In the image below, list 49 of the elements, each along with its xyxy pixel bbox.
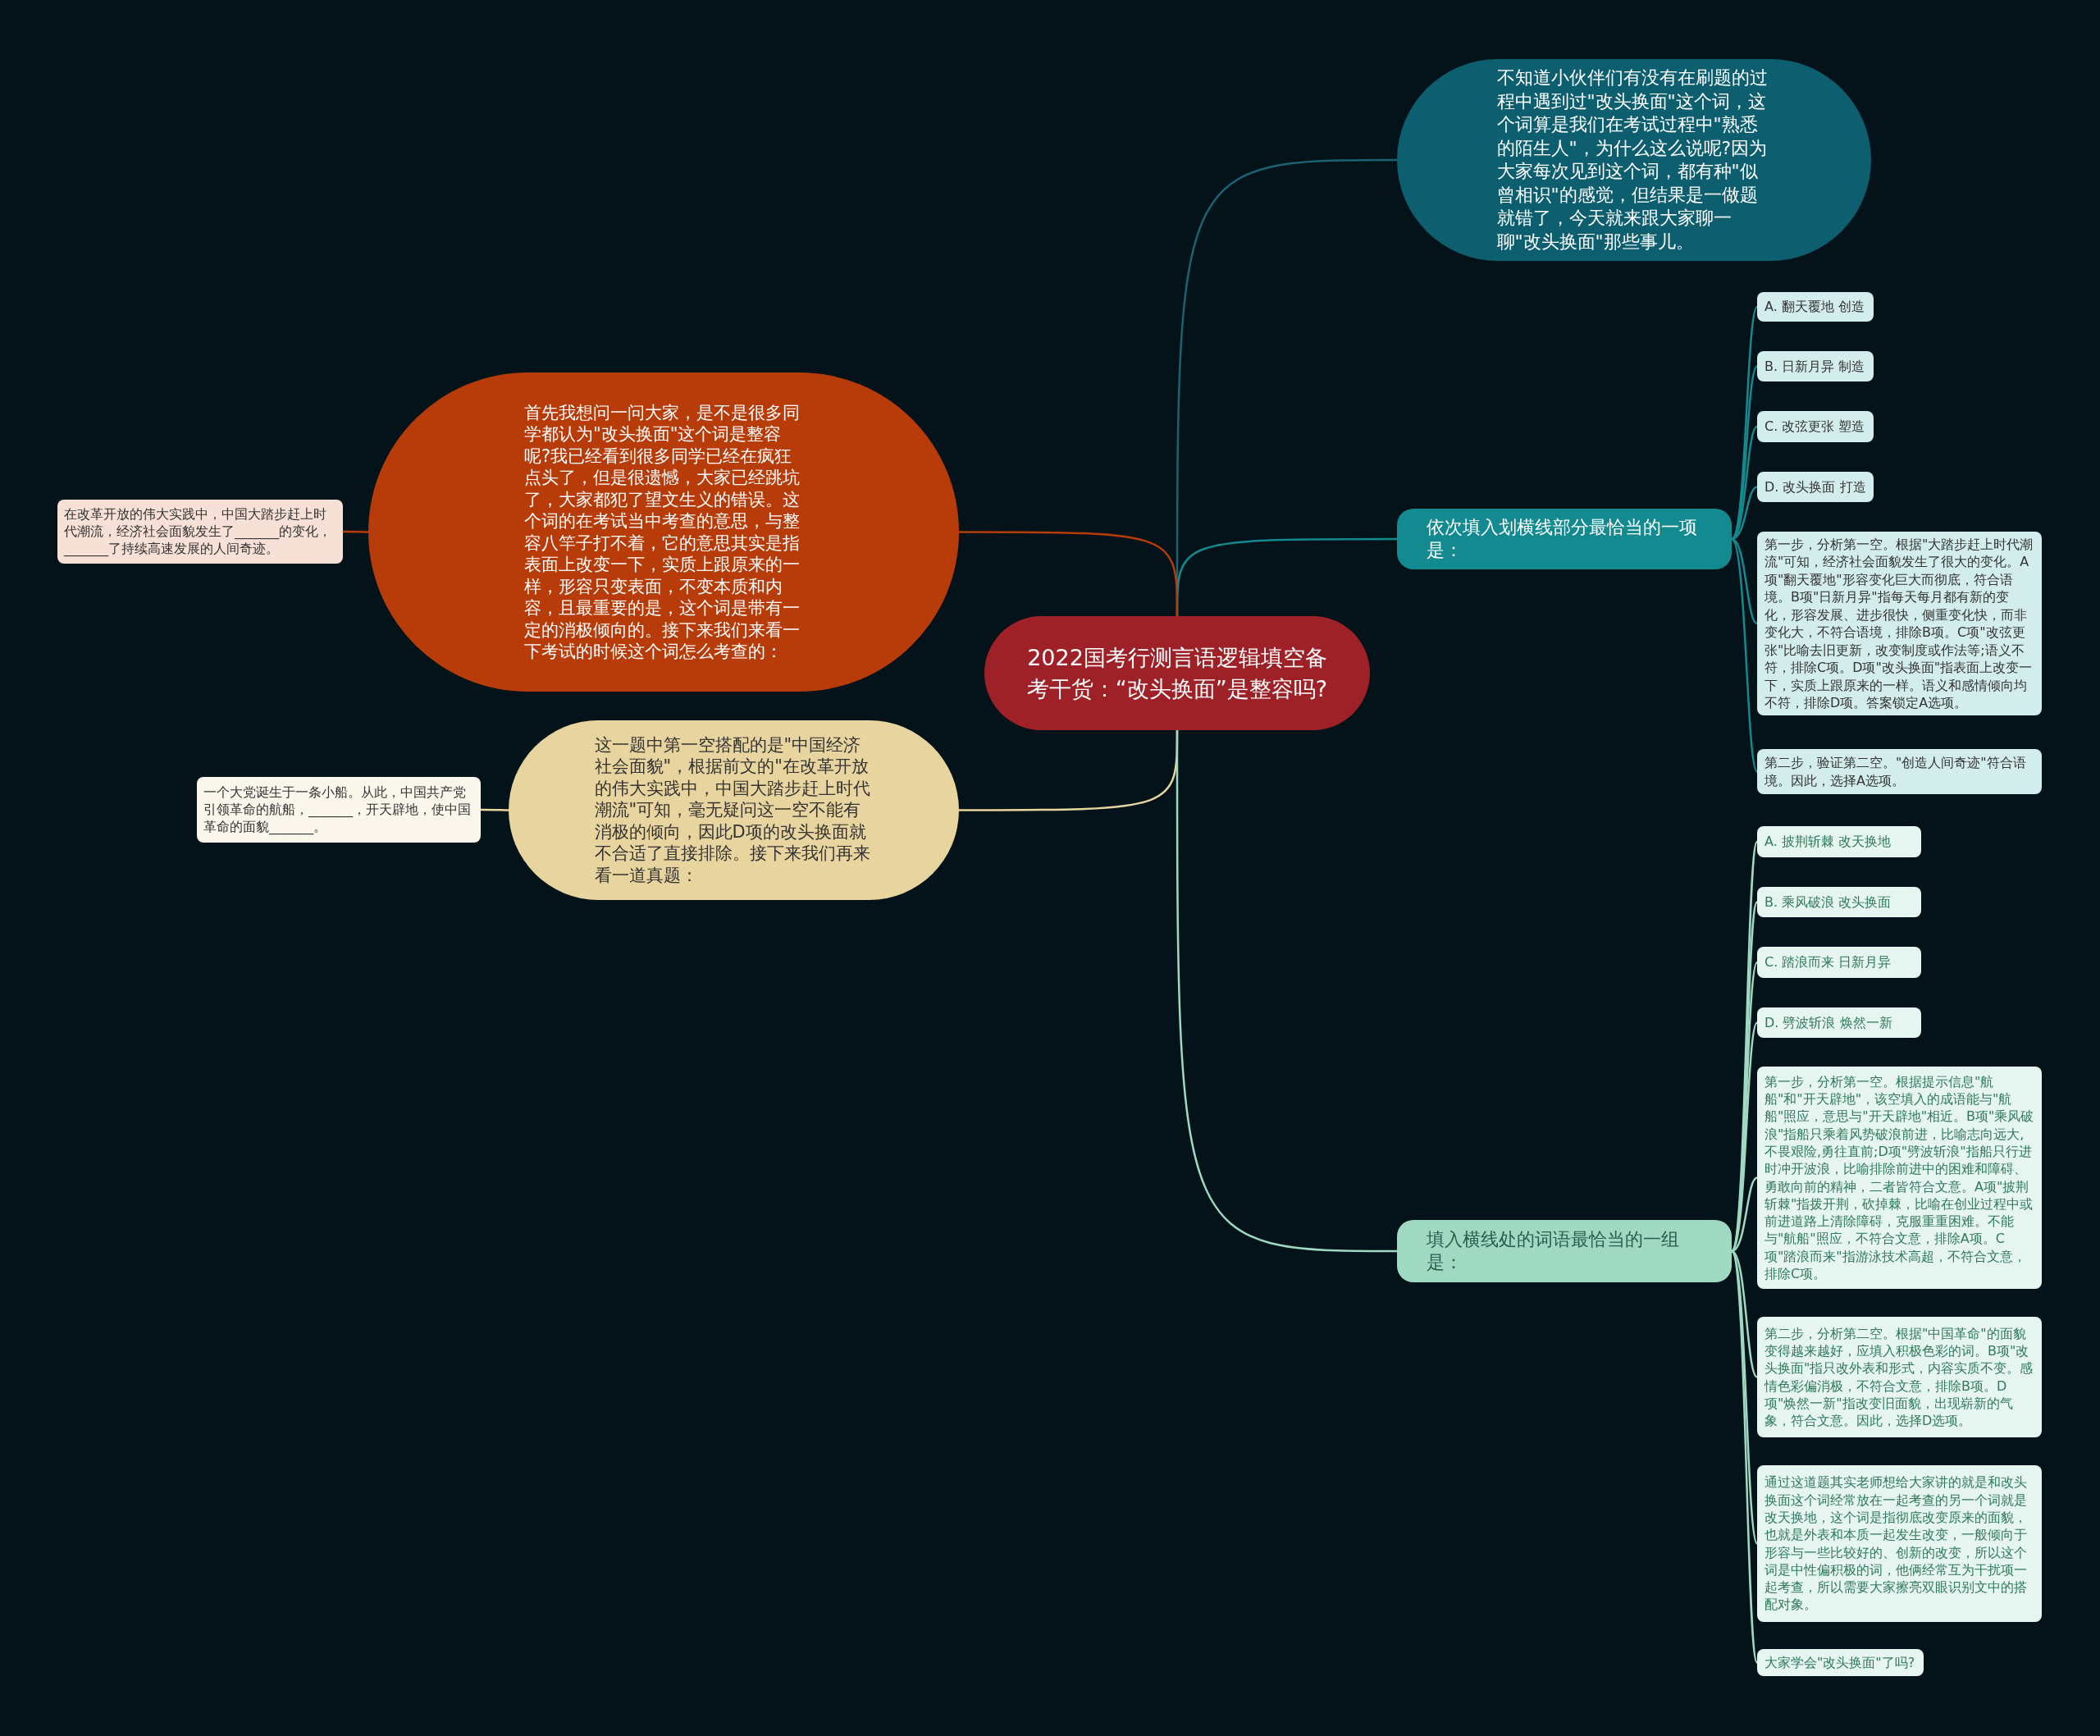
node-text: 首先我想问一问大家，是不是很多同学都认为"改头换面"这个词是整容呢?我已经看到很多同学已经在疯狂点头了，但是很遗憾，大家已经跳坑了，大家都犯了望文生义的错误。这个词的在考试当中考查的意思，与整容八竿子打不着，它的意思其实是指表面上改变一下，实质上跟原来的一样，形容只变表面，不变本质和内容，且最重要的是，这个词是带有一定的消极倾向的。接下来我们来看一下考试的时候这个词怎么考查的： <box>524 401 801 663</box>
node-text: 不知道小伙伴们有没有在刷题的过程中遇到过"改头换面"这个词，这个词算是我们在考试过程中"熟悉的陌生人"，为什么这么说呢?因为大家每次见到这个词，都有种"似曾相识"的感觉，但结果是一做题就错了，今天就来跟大家聊一聊"改头换面"那些事儿。 <box>1496 66 1769 254</box>
node-text: 第一步，分析第一空。根据提示信息"航船"和"开天辟地"，该空填入的成语能与"航船"照应，意思与"开天辟地"相近。B项"乘风破浪"指船只乘着风势破浪前进，比喻志向远大,不畏艰险,勇往直前;D项"劈波斩浪"指船只行进时冲开波浪，比喻排除前进中的困难和障碍、勇敢向前的精神，二者皆符合文意。A项"披荆斩棘"指拨开荆，砍掉棘，比喻在创业过程中或前进道路上清除障碍，克服重重困难。不能与"航船"照应，不符合文意，排除A项。C项"踏浪而来"指游泳技术高超，不符合文意，排除C项。 <box>1764 1072 2034 1283</box>
connector-line <box>343 530 368 533</box>
connector-line <box>1730 1250 1759 1663</box>
connector-line <box>1731 1250 1758 1378</box>
node-text: 第二步，分析第二空。根据"中国革命"的面貌变得越来越好，应填入积极色彩的词。B项"改头换面"指只改外表和形式，内容实质不变。感情色彩偏消极，不符合文意，排除B项。D项"焕然一新"指改变旧面貌，出现崭新的气象，符合文意。因此，选择D选项。 <box>1764 1324 2034 1430</box>
option-box <box>1757 887 1921 917</box>
connector-line <box>1730 1250 1759 1544</box>
connector-line <box>481 808 509 811</box>
connector-line <box>1731 538 1759 773</box>
note-box <box>1757 1649 1924 1676</box>
option-box <box>1757 351 1874 381</box>
node-text: 2022国考行测言语逻辑填空备考干货：“改头换面”是整容吗? <box>1025 643 1329 703</box>
connector-line <box>1731 306 1759 540</box>
node-text: 通过这道题其实老师想给大家讲的就是和改头换面这个词经常放在一起考查的另一个词就是改天换地，这个词是指彻底改变原来的面貌，也就是外表和本质一起发生改变，一般倾向于形容与一些比较好的、创新的改变，所以这个词是中性偏积极的词，他俩经常互为干扰项一起考查，所以需要大家擦亮双眼识别文中的搭配对象。 <box>1764 1473 2028 1614</box>
option-box <box>1757 826 1921 857</box>
option-box <box>1757 947 1921 978</box>
node-text: 依次填入划横线部分最恰当的一项是： <box>1427 516 1698 562</box>
option-box <box>1757 292 1874 322</box>
question-box <box>197 777 481 843</box>
branch-box <box>1397 1220 1732 1282</box>
connector-line <box>1176 730 1397 1253</box>
branch-box <box>1397 509 1732 569</box>
question-box <box>57 500 343 564</box>
node-text: 大家学会"改头换面"了吗? <box>1764 1653 1915 1672</box>
connector-line <box>1731 1176 1758 1253</box>
node-text: 第一步，分析第一空。根据"大踏步赶上时代潮流"可知，经济社会面貌发生了很大的变化。A项"翻天覆地"形容变化巨大而彻底，符合语境。B项"日新月异"指每天每月都有新的变化，形容发展、进步很快，侧重变化快，而非变化大，不符合语境，排除B项。C项"改弦更张"比喻去旧更新，改变制度或作法等;语义不符，排除C项。D项"改头换面"指表面上改变一下，实质上跟原来的一样。语义和感情倾向均不符，排除D项。答案锁定A选项。 <box>1764 535 2034 712</box>
node-text: B. 日新月异 制造 <box>1764 357 1865 376</box>
option-box <box>1757 411 1874 442</box>
node-text: D. 改头换面 打造 <box>1764 477 1866 496</box>
node-text: 在改革开放的伟大实践中，中国大踏步赶上时代潮流，经济社会面貌发生了_______的变化，_______了持续高速发展的人间奇迹。 <box>64 505 333 558</box>
node-text: 填入横线处的词语最恰当的一组是： <box>1427 1228 1680 1274</box>
note-box <box>1757 1465 2042 1622</box>
option-box <box>1757 472 1874 502</box>
node-text: A. 披荆斩棘 改天换地 <box>1764 833 1891 851</box>
node-text: 这一题中第一空搭配的是"中国经济社会面貌"，根据前文的"在改革开放的伟大实践中，中国大踏步赶上时代潮流"可知，毫无疑问这一空不能有消极的倾向，因此D项的改头换面就不合适了直接排除。接下来我们再来看一道真题： <box>594 733 871 887</box>
node-text: 一个大党诞生于一条小船。从此，中国共产党引领革命的航船，_______，开天辟地，使中国革命的面貌_______。 <box>203 783 472 836</box>
node-text: D. 劈波斩浪 焕然一新 <box>1764 1013 1892 1032</box>
node-text: B. 乘风破浪 改头换面 <box>1764 893 1892 911</box>
connector-line <box>1731 537 1758 625</box>
note-box <box>1757 749 2042 794</box>
node-text: C. 踏浪而来 日新月异 <box>1764 953 1892 971</box>
connector-line <box>959 531 1179 616</box>
node-text: A. 翻天覆地 创造 <box>1764 298 1865 316</box>
note-box <box>1757 1317 2042 1437</box>
node-text: 第二步，验证第二空。"创造人间奇迹"符合语境。因此，选择A选项。 <box>1764 754 2027 789</box>
option-box <box>1757 1007 1921 1038</box>
node-text: C. 改弦更张 塑造 <box>1764 418 1865 436</box>
